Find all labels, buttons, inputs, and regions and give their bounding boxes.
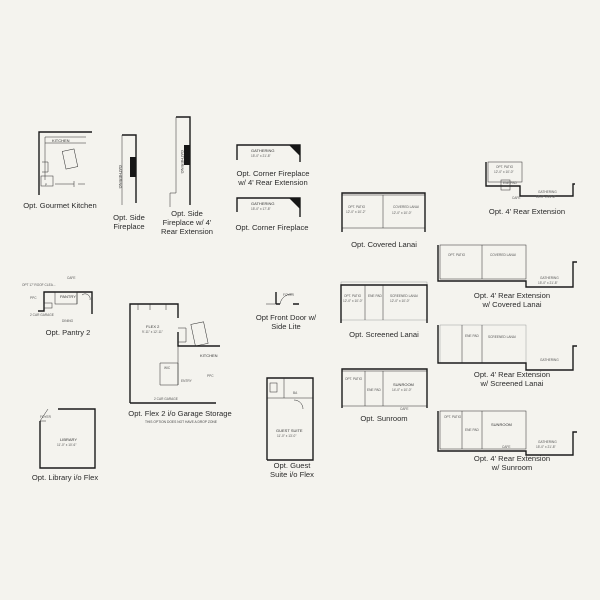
corner-fireplace-ext-caption: Opt. Corner Fireplace w/ 4' Rear Extensi… [236, 169, 310, 187]
library-dims: 11'-0" x 10'-6" [57, 443, 76, 447]
covered-lanai-lanai-dims: 12'-0" x 10'-0" [392, 211, 412, 215]
sunroom-caption: Opt. Sunroom [360, 414, 408, 423]
screened-lanai-patio-label: OPT. PATIO [344, 294, 362, 298]
library-caption: Opt. Library i/o Flex [31, 473, 99, 482]
pantry2-ppc-label: PPC [30, 296, 37, 300]
guest-suite-room-label: GUEST SUITE [276, 428, 303, 433]
pantry2-garage-label: 2 CAR GARAGE [30, 313, 54, 317]
corner-fireplace-ext-dims: 15'-0" x 21'-8" [251, 154, 271, 158]
pantry2-pantry-label: PANTRY [60, 294, 76, 299]
flex2-ppc-label: PPC [207, 374, 214, 378]
rear-ext-covered-patio-label: OPT. PATIO [448, 253, 466, 257]
rear-ext-screened-ene-label: ENE PAD [465, 334, 479, 338]
rear-ext-screened-gathering-label: GATHERING [540, 358, 559, 362]
rear-extension-caption: Opt. 4' Rear Extension [488, 207, 566, 216]
sunroom-room-label: SUNROOM [393, 382, 414, 387]
corner-fireplace-dims: 15'-0" x 17'-8" [251, 207, 271, 211]
screened-lanai-lanai-label: SCREENED LANAI [390, 294, 418, 298]
svg-text:P: P [45, 183, 47, 187]
covered-lanai-plan: OPT. PATIO 12'-0" x 10'-2" COVERED LANAI… [341, 192, 426, 232]
rear-ext-ene-label: ENE PAD [503, 181, 517, 185]
rear-ext-screened-lanai-label: SCREENED LANAI [488, 335, 516, 339]
rear-ext-sunroom-room-label: SUNROOM [491, 422, 512, 427]
rear-ext-sunroom-gathering-label: GATHERING [538, 440, 557, 444]
rear-ext-sunroom-ene-label: ENE PAD [465, 428, 479, 432]
pantry2-note: OPT 17' ROOF CLEA... [22, 283, 56, 287]
rear-ext-sunroom-caption: Opt. 4' Rear Extension w/ Sunroom [473, 454, 551, 472]
guest-suite-plan: BA GUEST SUITE 11'-0" x 13'-0" [266, 377, 314, 461]
flex2-entry-label: ENTRY [181, 379, 193, 383]
side-fireplace-ext-plan: GATHERING [169, 116, 191, 207]
side-fireplace-plan: GATHERING [118, 134, 137, 205]
side-fireplace-ext-room-label: GATHERING [180, 150, 185, 173]
sunroom-cafe-label: CAFE [400, 407, 409, 411]
side-fireplace-caption: Opt. Side Fireplace [113, 213, 145, 231]
sunroom-patio-label: OPT. PATIO [345, 377, 363, 381]
rear-ext-patio-dims: 12'-0" x 10'-0" [494, 170, 514, 174]
sunroom-ene-label: ENE PAD [367, 388, 381, 392]
rear-ext-covered-gathering-dims: 15'-0" x 21'-8" [538, 281, 558, 285]
sunroom-dims: 14'-0" x 10'-0" [392, 388, 412, 392]
pantry2-caption: Opt. Pantry 2 [45, 328, 91, 337]
side-fireplace-room-label: GATHERING [118, 165, 123, 188]
flex2-kitchen-label: KITCHEN [200, 353, 218, 358]
rear-ext-screened-plan: ENE PAD SCREENED LANAI GATHERING [437, 324, 577, 371]
pantry2-plan: OPT 17' ROOF CLEA... CAFE PANTRY PPC 2 C… [22, 276, 93, 323]
guest-suite-ba-label: BA [293, 391, 298, 395]
gourmet-kitchen-caption: Opt. Gourmet Kitchen [23, 201, 97, 210]
covered-lanai-lanai-label: COVERED LANAI [393, 205, 419, 209]
sunroom-plan: OPT. PATIO ENE PAD SUNROOM 14'-0" x 10'-… [341, 368, 428, 411]
flex2-garage-label: 2 CAR GARAGE [154, 397, 178, 401]
rear-extension-plan: OPT. PATIO 12'-0" x 10'-0" ENE PAD CAFE … [485, 161, 575, 200]
library-room-label: LIBRARY [60, 437, 77, 442]
gourmet-kitchen-plan: KITCHEN P [38, 131, 92, 195]
corner-fireplace-ext-plan: GATHERING 15'-0" x 21'-8" [236, 144, 301, 162]
rear-ext-covered-caption: Opt. 4' Rear Extension w/ Covered Lanai [473, 291, 551, 309]
rear-ext-sunroom-patio-label: OPT. PATIO [444, 415, 462, 419]
flex2-plan: FLEX 2 9'-11" x 12'-11" KITCHEN WIC ENTR… [129, 303, 220, 404]
rear-ext-sunroom-plan: OPT. PATIO ENE PAD SUNROOM CAFE GATHERIN… [437, 410, 577, 456]
rear-ext-covered-lanai-label: COVERED LANAI [490, 253, 516, 257]
corner-fireplace-plan: GATHERING 15'-0" x 17'-8" [236, 197, 301, 217]
screened-lanai-caption: Opt. Screened Lanai [349, 330, 419, 339]
front-door-caption: Opt Front Door w/ Side Lite [255, 313, 317, 331]
screened-lanai-lanai-dims: 12'-0" x 10'-0" [390, 299, 410, 303]
covered-lanai-caption: Opt. Covered Lanai [351, 240, 417, 249]
rear-ext-sunroom-cafe-label: CAFE [502, 445, 511, 449]
pantry2-cafe-label: CAFE [67, 276, 76, 280]
front-door-foyer-label: FOYER [283, 293, 295, 297]
rear-ext-cafe-label: CAFE [512, 196, 521, 200]
flex2-flex-label: FLEX 2 [146, 324, 160, 329]
flex2-caption: Opt. Flex 2 i/o Garage Storage [128, 409, 232, 418]
covered-lanai-patio-dims: 12'-0" x 10'-2" [346, 210, 366, 214]
flex2-wic-label: WIC [164, 366, 171, 370]
rear-ext-covered-gathering-label: GATHERING [540, 276, 559, 280]
gourmet-kitchen-room-label: KITCHEN [52, 138, 70, 143]
flex2-flex-dims: 9'-11" x 12'-11" [142, 330, 163, 334]
library-plan: FOYER LIBRARY 11'-0" x 10'-6" [39, 408, 96, 469]
corner-fireplace-caption: Opt. Corner Fireplace [235, 223, 309, 232]
rear-ext-covered-plan: OPT. PATIO COVERED LANAI GATHERING 15'-0… [437, 244, 577, 288]
screened-lanai-ene-label: ENE PAD [368, 294, 382, 298]
pantry2-dining-label: DINING [62, 319, 74, 323]
rear-ext-gathering-dims: 15'-0" x 21'-8" [536, 195, 556, 199]
rear-ext-screened-caption: Opt. 4' Rear Extension w/ Screened Lanai [473, 370, 551, 388]
flex2-note: THIS OPTION DOES NOT HAVE A DROP ZONE [145, 420, 217, 424]
screened-lanai-patio-dims: 12'-0" x 10'-0" [343, 299, 363, 303]
guest-suite-caption: Opt. Guest Suite i/o Flex [270, 461, 314, 479]
corner-fireplace-room-label: GATHERING [251, 201, 274, 206]
rear-ext-sunroom-gathering-dims: 15'-0" x 21'-8" [536, 445, 556, 449]
corner-fireplace-ext-room-label: GATHERING [251, 148, 274, 153]
library-foyer-label: FOYER [40, 415, 52, 419]
rear-ext-patio-label: OPT. PATIO [496, 165, 514, 169]
front-door-plan: FOYER [266, 292, 299, 305]
screened-lanai-plan: OPT. PATIO 12'-0" x 10'-0" ENE PAD SCREE… [340, 281, 428, 323]
rear-ext-gathering-label: GATHERING [538, 190, 557, 194]
side-fireplace-ext-caption: Opt. Side Fireplace w/ 4' Rear Extension [161, 209, 213, 236]
covered-lanai-patio-label: OPT. PATIO [348, 205, 366, 209]
guest-suite-dims: 11'-0" x 13'-0" [277, 434, 296, 438]
